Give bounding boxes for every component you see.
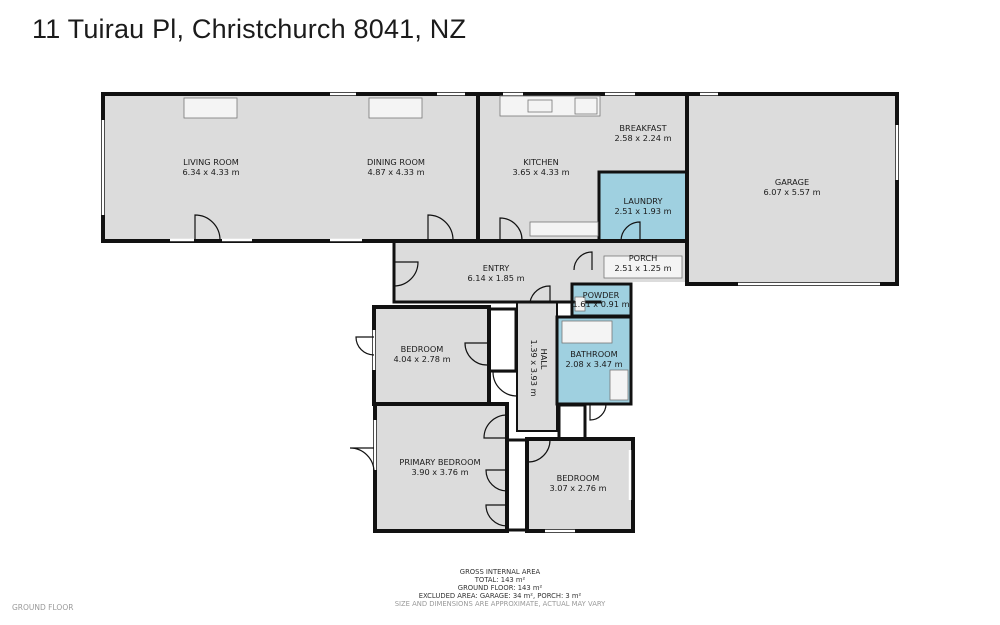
door-swing (499, 217, 523, 241)
cooktop (574, 97, 598, 115)
door-swing (464, 342, 488, 366)
room-size-bedroom2: 3.07 x 2.76 m (549, 483, 606, 493)
door-swing (427, 214, 454, 241)
bedroom2-floor (528, 440, 632, 530)
room-size-living: 6.34 x 4.33 m (182, 167, 239, 177)
laundry-floor (600, 173, 686, 240)
room-name-entry: ENTRY (483, 263, 510, 273)
room-name-powder: POWDER (583, 290, 620, 300)
room-name-porch: PORCH (629, 253, 658, 263)
bathtub (561, 320, 613, 344)
room-name-breakfast: BREAKFAST (619, 123, 667, 133)
room-size-powder: 1.61 x 0.91 m (572, 299, 629, 309)
windows (101, 92, 899, 533)
area-excluded: EXCLUDED AREA: GARAGE: 34 m², PORCH: 3 m… (418, 592, 582, 600)
room-name-hall: HALL (539, 349, 549, 370)
room-size-bedroom1: 4.04 x 2.78 m (393, 354, 450, 364)
door-swing (349, 447, 375, 473)
door-swing (485, 469, 508, 492)
door-swing (393, 261, 419, 287)
vanity (609, 369, 629, 401)
room-name-kitchen: KITCHEN (523, 157, 558, 167)
room-size-hall: 1.39 x 3.93 m (529, 339, 539, 396)
door-swing (485, 504, 508, 527)
door-swing (492, 371, 518, 397)
kitchen-sink (527, 99, 553, 113)
room-size-porch: 2.51 x 1.25 m (614, 263, 671, 273)
room-size-entry: 6.14 x 1.85 m (467, 273, 524, 283)
fireplace (183, 97, 238, 119)
closet1-outline (487, 307, 518, 373)
doors (194, 214, 641, 527)
primary-floor (376, 405, 506, 530)
floor-label: GROUND FLOOR (12, 603, 74, 612)
room-size-dining: 4.87 x 4.33 m (367, 167, 424, 177)
room-name-garage: GARAGE (775, 177, 809, 187)
room-size-breakfast: 2.58 x 2.24 m (614, 133, 671, 143)
living-dining-floor (104, 95, 477, 240)
room-name-bathroom: BATHROOM (570, 349, 617, 359)
entry-floor (395, 242, 600, 302)
room-name-bedroom2: BEDROOM (557, 473, 600, 483)
room-name-living: LIVING ROOM (183, 157, 239, 167)
room-labels: LIVING ROOM 6.34 x 4.33 m DINING ROOM 4.… (182, 123, 820, 493)
area-summary: GROSS INTERNAL AREA TOTAL: 143 m² GROUND… (0, 568, 1000, 608)
room-size-primary: 3.90 x 3.76 m (411, 467, 468, 477)
area-ground: GROUND FLOOR: 143 m² (457, 584, 543, 592)
door-swing (589, 403, 607, 421)
property-address: 11 Tuirau Pl, Christchurch 8041, NZ (32, 14, 467, 44)
garage-floor (688, 95, 896, 283)
room-size-bathroom: 2.08 x 3.47 m (565, 359, 622, 369)
room-name-bedroom1: BEDROOM (401, 344, 444, 354)
fixtures (183, 95, 683, 401)
door-swing (529, 285, 551, 303)
door-swing (194, 214, 221, 241)
room-size-garage: 6.07 x 5.57 m (763, 187, 820, 197)
room-size-laundry: 2.51 x 1.93 m (614, 206, 671, 216)
door-swing (355, 336, 375, 356)
fireplace (368, 97, 423, 119)
toilet (574, 296, 586, 312)
hall-outline (516, 301, 558, 432)
closet2-outline (505, 438, 529, 532)
area-total: TOTAL: 143 m² (474, 576, 526, 584)
door-swing (620, 221, 641, 242)
door-swing (483, 414, 508, 439)
area-disclaimer: SIZE AND DIMENSIONS ARE APPROXIMATE, ACT… (394, 600, 606, 608)
room-size-kitchen: 3.65 x 4.33 m (512, 167, 569, 177)
porch-steps (603, 255, 683, 279)
room-name-primary: PRIMARY BEDROOM (399, 457, 480, 467)
cupboard-outline (557, 403, 587, 441)
door-swing (573, 251, 593, 271)
room-name-dining: DINING ROOM (367, 157, 425, 167)
room-name-laundry: LAUNDRY (624, 196, 664, 206)
hall-floor (518, 302, 556, 430)
area-heading: GROSS INTERNAL AREA (459, 568, 541, 576)
kitchen-island (529, 221, 599, 237)
door-swing (527, 439, 551, 463)
